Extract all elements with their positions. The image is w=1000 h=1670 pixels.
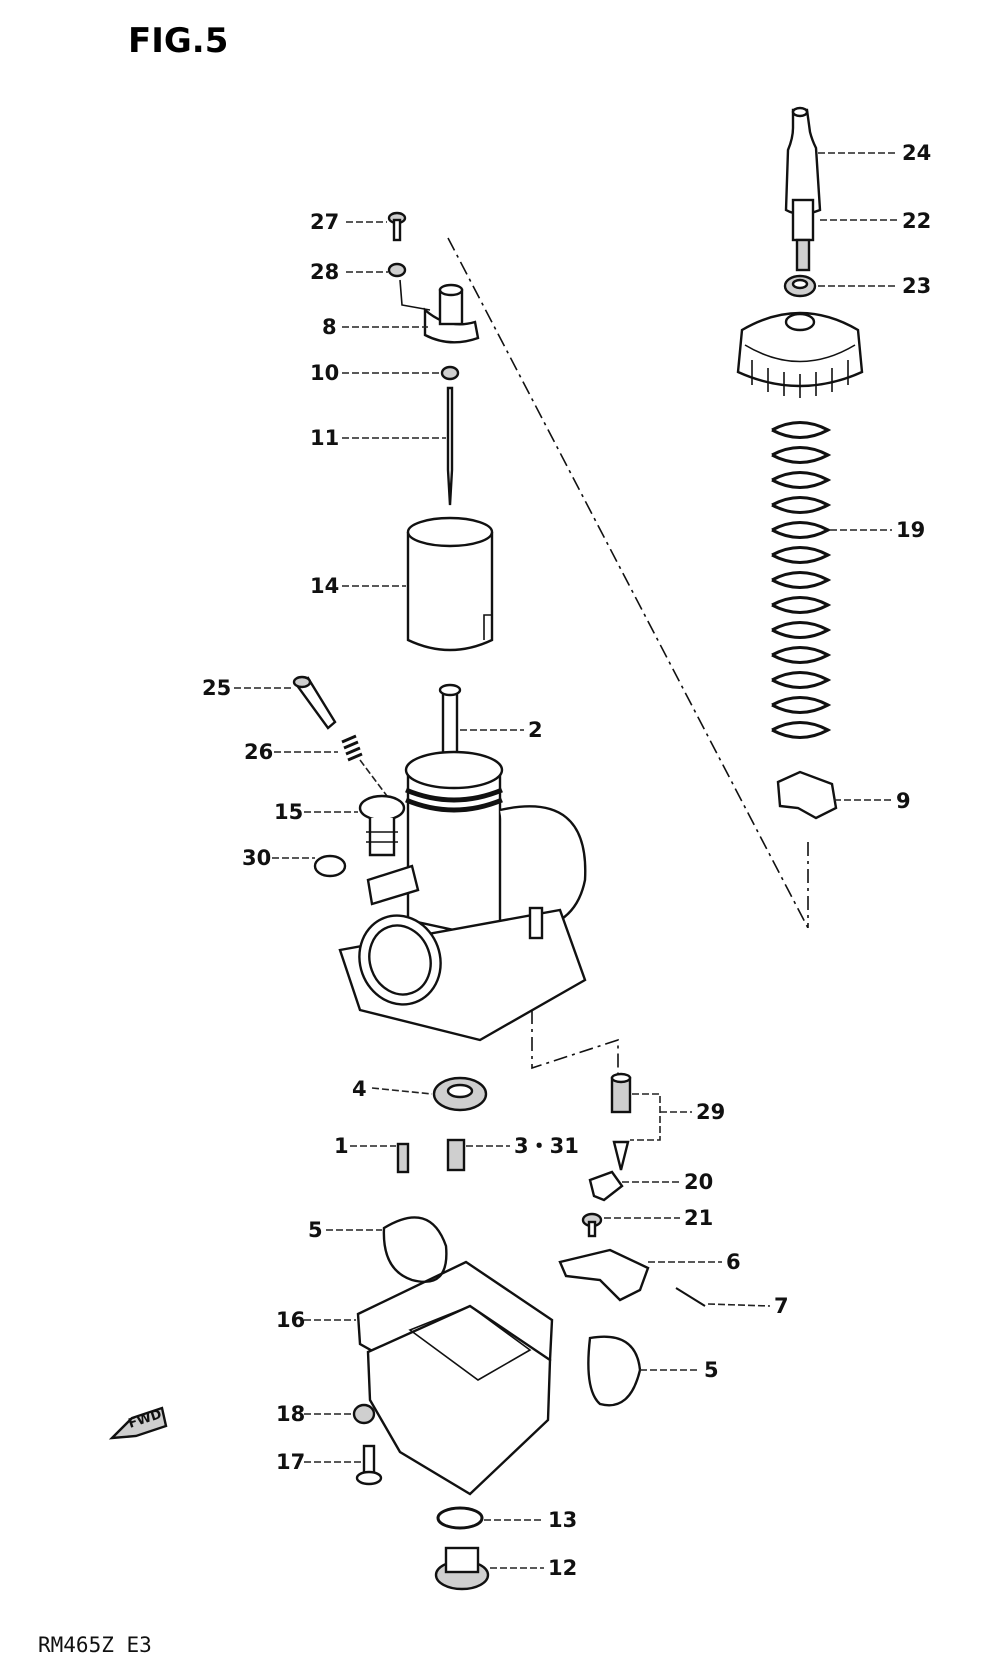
part-25-pilot-screw xyxy=(292,675,337,730)
part-17-screw xyxy=(355,1444,383,1486)
part-8-cable-holder xyxy=(399,279,480,344)
part-label-26: 26 xyxy=(244,740,273,764)
part-5-float-right xyxy=(587,1335,642,1407)
part-label-22: 22 xyxy=(902,209,931,233)
part-29-needle-valve xyxy=(610,1072,632,1171)
assembly-line-pilot xyxy=(359,759,391,801)
part-27-screw xyxy=(387,211,407,242)
part-20-float-arm-holder xyxy=(588,1170,624,1202)
part-carburetor-body xyxy=(338,750,587,1042)
part-label-10: 10 xyxy=(310,361,339,385)
part-4-seal xyxy=(432,1076,488,1112)
part-label-20: 20 xyxy=(684,1170,713,1194)
part-21-screw xyxy=(581,1212,603,1238)
part-13-o-ring xyxy=(436,1506,484,1530)
part-label-1: 1 xyxy=(334,1134,349,1158)
part-label-17: 17 xyxy=(276,1450,305,1474)
part-label-8: 8 xyxy=(322,315,337,339)
leader-lines xyxy=(234,152,898,1569)
part-label-3-31: 3・31 xyxy=(514,1134,579,1158)
assembly-line-diagonal xyxy=(447,237,809,929)
part-label-15: 15 xyxy=(274,800,303,824)
part-26-spring xyxy=(341,734,363,762)
part-9-needle-plate xyxy=(776,770,838,820)
forward-direction-arrow: FWD xyxy=(108,1406,168,1440)
part-label-12: 12 xyxy=(548,1556,577,1580)
part-label-16: 16 xyxy=(276,1308,305,1332)
assembly-line-float-valve xyxy=(531,1010,619,1098)
part-1-pilot-jet xyxy=(396,1142,410,1174)
part-7-pin xyxy=(675,1287,706,1307)
part-label-28: 28 xyxy=(310,260,339,284)
part-19-spring xyxy=(771,421,832,739)
part-label-19: 19 xyxy=(896,518,925,542)
part-label-25: 25 xyxy=(202,676,231,700)
part-label-5-left: 5 xyxy=(308,1218,323,1242)
part-label-13: 13 xyxy=(548,1508,577,1532)
part-15-starter-plunger xyxy=(358,794,406,857)
part-14-throttle-valve xyxy=(406,516,494,652)
part-label-23: 23 xyxy=(902,274,931,298)
part-12-plug xyxy=(434,1546,490,1591)
part-label-2: 2 xyxy=(528,718,543,742)
part-22-adjuster xyxy=(791,198,815,272)
part-6-float-arm xyxy=(558,1248,650,1302)
part-30-o-ring xyxy=(313,854,347,878)
part-5-float-left xyxy=(382,1216,448,1283)
part-label-30: 30 xyxy=(242,846,271,870)
part-label-27: 27 xyxy=(310,210,339,234)
part-label-14: 14 xyxy=(310,574,339,598)
part-carburetor-top-cap xyxy=(736,311,864,398)
part-label-4: 4 xyxy=(352,1077,367,1101)
figure-footer-code: RM465Z E3 xyxy=(38,1633,152,1657)
part-label-7: 7 xyxy=(774,1294,789,1318)
part-3-main-jet xyxy=(446,1138,466,1172)
part-label-18: 18 xyxy=(276,1402,305,1426)
part-label-6: 6 xyxy=(726,1250,741,1274)
part-10-clip xyxy=(440,365,460,381)
part-label-21: 21 xyxy=(684,1206,713,1230)
part-label-29: 29 xyxy=(696,1100,725,1124)
part-label-5-right: 5 xyxy=(704,1358,719,1382)
part-24-rubber-cap xyxy=(784,106,822,216)
part-28-washer xyxy=(387,262,407,278)
part-label-11: 11 xyxy=(310,426,339,450)
part-11-jet-needle xyxy=(446,386,454,506)
part-23-nut xyxy=(783,274,817,298)
figure-title: FIG.5 xyxy=(128,21,228,61)
part-18-bolt xyxy=(352,1403,376,1425)
part-label-24: 24 xyxy=(902,141,931,165)
part-float-chamber xyxy=(366,1304,552,1496)
part-label-9: 9 xyxy=(896,789,911,813)
